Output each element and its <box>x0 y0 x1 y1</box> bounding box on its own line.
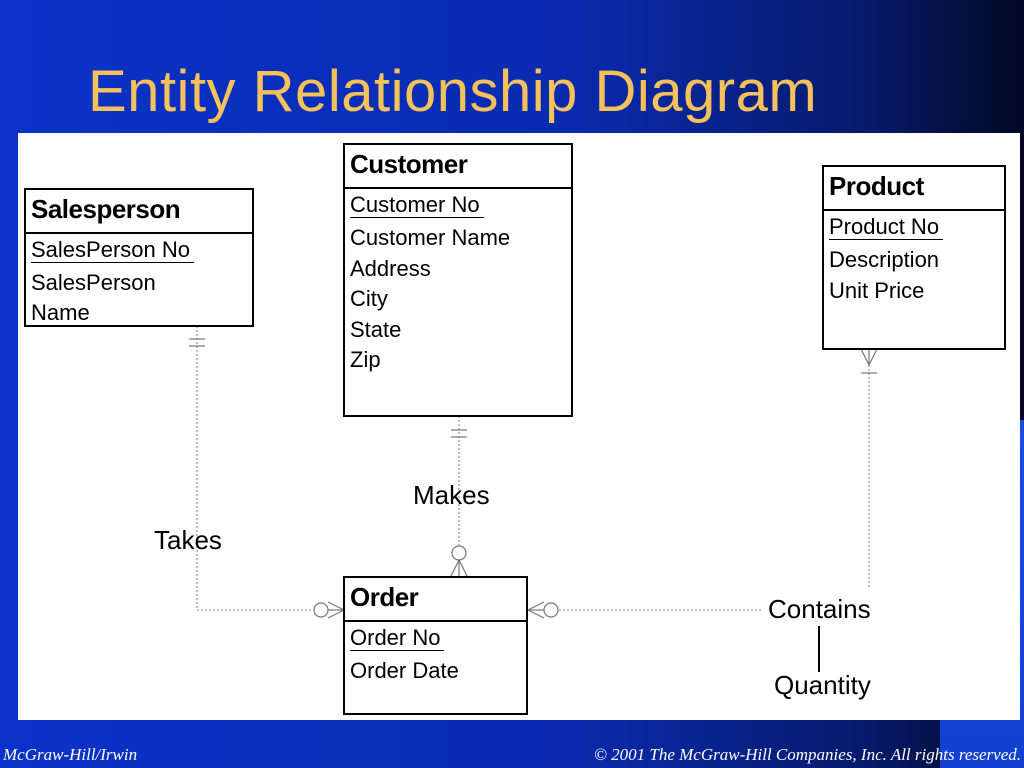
customer-attribute: Customer Name <box>350 225 511 250</box>
entity-product[interactable]: Product Product No Description Unit Pric… <box>822 165 1006 350</box>
relationship-makes-label: Makes <box>413 480 490 510</box>
product-key-attribute: Product No <box>829 215 944 240</box>
customer-attribute: State <box>350 316 402 342</box>
order-contains-zero-circle <box>543 602 559 618</box>
customer-attribute: City <box>350 286 388 311</box>
customer-attribute: Zip <box>350 347 381 372</box>
order-takes-zero-circle <box>313 602 329 618</box>
entity-customer-name: Customer <box>345 145 571 189</box>
relationship-attribute-label: Quantity <box>774 670 871 700</box>
order-attribute: Order Date <box>350 658 459 683</box>
customer-attribute: Address <box>350 255 431 281</box>
order-makes-zero-circle <box>451 545 467 561</box>
entity-order-name: Order <box>345 578 526 622</box>
relationship-contains-label: Contains <box>768 594 871 624</box>
diagram-canvas: Salesperson SalesPerson No SalesPerson N… <box>18 133 1020 720</box>
entity-customer[interactable]: Customer Customer No Customer Name Addre… <box>343 143 573 417</box>
footer-publisher: McGraw-Hill/Irwin <box>3 745 138 764</box>
entity-product-name: Product <box>824 167 1004 211</box>
entity-salesperson-name: Salesperson <box>26 190 252 234</box>
entity-order[interactable]: Order Order No Order Date <box>343 576 528 715</box>
product-attribute: Unit Price <box>829 277 925 303</box>
footer-copyright: © 2001 The McGraw-Hill Companies, Inc. A… <box>593 745 1021 764</box>
product-attribute: Description <box>829 247 940 272</box>
connector-lines <box>189 326 878 672</box>
slide-title: Entity Relationship Diagram <box>88 59 818 124</box>
salesperson-attribute: SalesPerson Name <box>31 270 156 325</box>
entity-salesperson[interactable]: Salesperson SalesPerson No SalesPerson N… <box>24 188 254 327</box>
order-key-attribute: Order No <box>350 626 445 651</box>
relationship-takes-label: Takes <box>154 525 222 555</box>
customer-key-attribute: Customer No <box>350 193 484 218</box>
salesperson-key-attribute: SalesPerson No <box>31 238 194 263</box>
